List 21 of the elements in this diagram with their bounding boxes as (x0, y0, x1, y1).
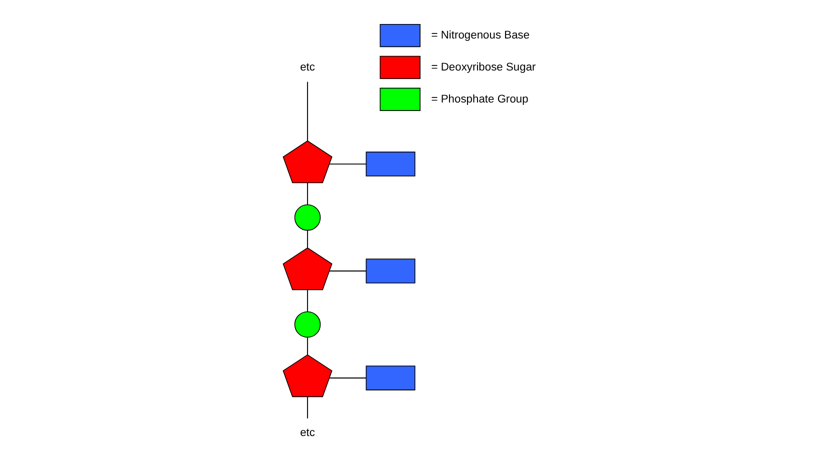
node-box (366, 258, 416, 284)
node-pentagon (282, 140, 332, 184)
connector (307, 396, 308, 419)
connector (307, 182, 308, 205)
node-box (366, 152, 416, 176)
legend-label: = Phosphate Group (431, 93, 528, 106)
node-circle (294, 204, 321, 231)
connector (307, 336, 308, 356)
node-text: etc (300, 61, 315, 74)
node-pentagon (282, 247, 332, 290)
connector (307, 230, 308, 248)
legend-label: = Nitrogenous Base (431, 29, 530, 42)
legend-label: = Deoxyribose Sugar (431, 61, 536, 74)
node-box (366, 366, 416, 390)
connector (307, 289, 308, 312)
node-circle (294, 311, 321, 338)
connector (307, 81, 308, 142)
node-pentagon (282, 354, 332, 398)
connector (329, 164, 366, 165)
node-text: etc (300, 427, 315, 440)
connector (329, 270, 366, 272)
